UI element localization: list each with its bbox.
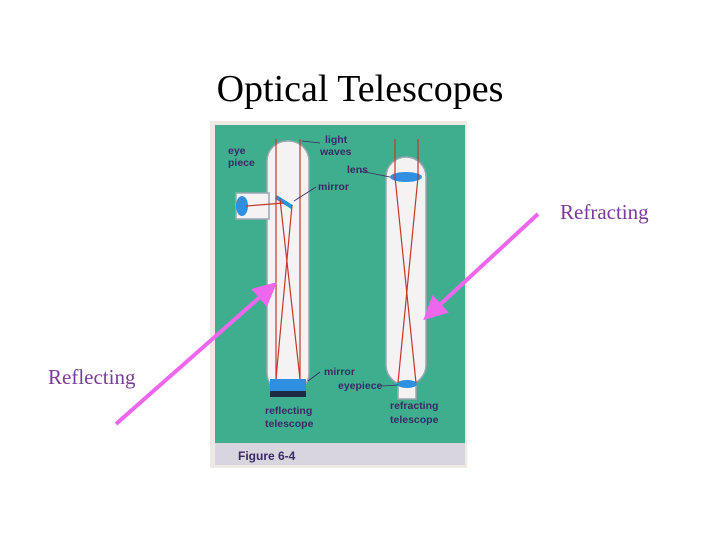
eyepiece-lens-icon (236, 196, 248, 216)
reflecting-telescope (235, 139, 310, 397)
refractor-eyepiece-icon (397, 380, 417, 388)
callout-piece: piece (228, 157, 255, 169)
callout-mirror-top: mirror (318, 181, 349, 193)
callout-mirror-bottom: mirror (324, 366, 355, 378)
figure-label: Figure 6-4 (238, 449, 296, 463)
reflecting-light-rays (245, 139, 301, 380)
caption-reflecting-line2: telescope (265, 418, 314, 430)
caption-reflecting-line1: reflecting (265, 405, 312, 417)
caption-refracting-line1: refracting (390, 400, 438, 412)
figure-background (215, 125, 465, 443)
figure-caption-strip (215, 443, 465, 465)
secondary-mirror-icon (274, 195, 294, 209)
refracting-label: Refracting (560, 200, 649, 224)
callout-eye: eye (228, 145, 246, 157)
callout-eyepiece: eyepiece (338, 380, 383, 392)
primary-mirror-icon (270, 379, 306, 393)
callout-light: light (325, 134, 348, 146)
telescope-figure: Figure 6-4 (210, 121, 467, 468)
callout-lens: lens (347, 164, 368, 176)
caption-refracting-line2: telescope (390, 414, 439, 426)
slide-title: Optical Telescopes (216, 68, 504, 110)
objective-lens-icon (390, 172, 422, 182)
reflecting-label: Reflecting (48, 365, 136, 389)
refracting-light-rays (394, 139, 419, 384)
refracting-telescope (385, 139, 427, 400)
callout-waves: waves (319, 146, 352, 158)
